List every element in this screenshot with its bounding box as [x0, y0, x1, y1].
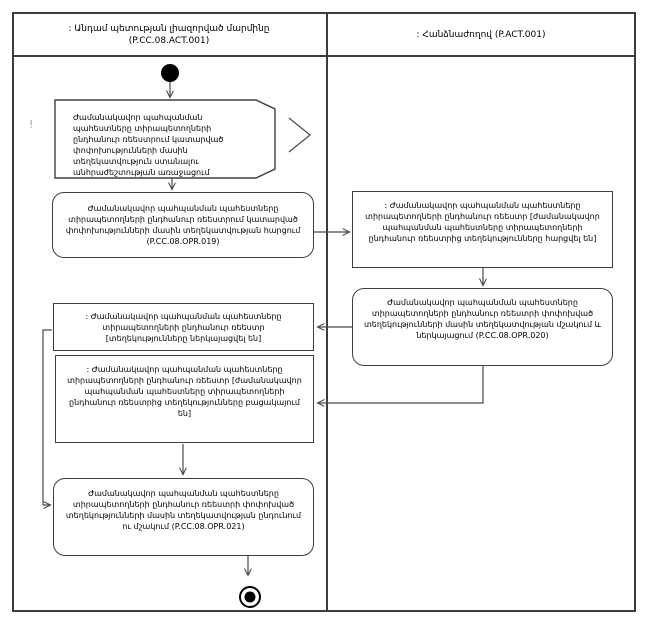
diagram-frame [12, 12, 636, 612]
swimlane-title-authorized-body: : Անդամ պետության լիազորված մարմինը (P.C… [14, 14, 324, 55]
swimlane-title-line1: : Անդամ պետության լիազորված մարմինը [68, 23, 270, 34]
swimlane-divider [326, 12, 328, 612]
event-node-need-for-information: Ժամանակավոր պահպանման պահեստները տիրապետ… [73, 113, 224, 177]
action-node-receive-and-process-information: Ժամանակավոր պահպանման պահեստները տիրապետ… [53, 478, 314, 556]
object-node-registry-information-submitted: : Ժամանակավոր պահպանման պահեստները տիրապ… [53, 303, 314, 351]
initial-node [161, 64, 179, 82]
swimlane-title-line2: (P.CC.08.ACT.001) [128, 35, 210, 46]
event-shape-outline [54, 99, 276, 179]
swimlane-header-strip [12, 12, 636, 57]
object-node-registry-information-absent: : Ժամանակավոր պահպանման պահեստները տիրապ… [55, 355, 314, 443]
final-node-dot [244, 591, 256, 603]
flow-registry-submitted-to-receive [42, 329, 52, 505]
action-node-request-information: Ժամանակավոր պահպանման պահեստները տիրապետ… [52, 192, 314, 258]
exclamation-mark: ! [29, 118, 34, 131]
flow-process-to-registry-absent [318, 366, 484, 403]
swimlane-title-text: : Հանձնաժողով (P.ACT.001) [416, 29, 546, 40]
swimlane-title-commission: : Հանձնաժողով (P.ACT.001) [329, 14, 633, 55]
action-node-process-and-submit-information: Ժամանակավոր պահպանման պահեստները տիրապետ… [352, 288, 613, 366]
object-node-registry-information-requested: : Ժամանակավոր պահպանման պահեստները տիրապ… [352, 191, 613, 268]
send-signal-chevron-icon [288, 117, 311, 153]
